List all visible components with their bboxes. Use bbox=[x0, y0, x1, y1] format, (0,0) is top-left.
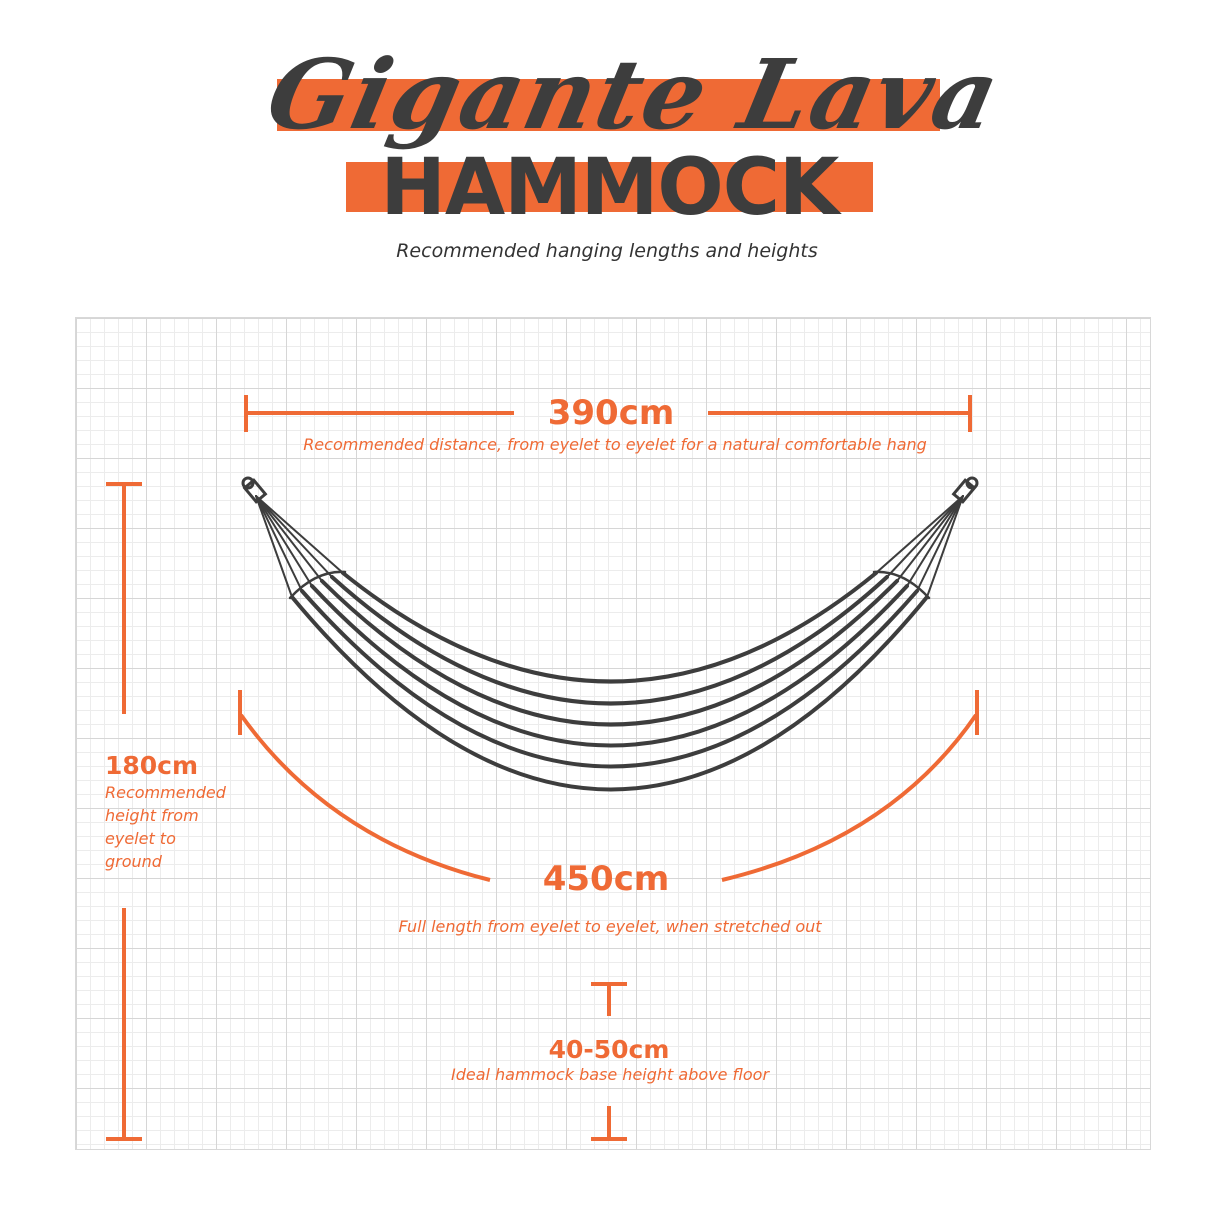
height-value: 180cm bbox=[105, 751, 199, 780]
subtitle: Recommended hanging lengths and heights bbox=[396, 240, 818, 262]
height-note: Recommended height from eyelet to ground bbox=[105, 781, 226, 873]
hammock-body bbox=[290, 571, 929, 792]
height-note-line: eyelet to bbox=[105, 829, 176, 848]
width-dimension-line bbox=[244, 395, 972, 432]
eyelet-left bbox=[241, 476, 268, 504]
base-value: 40-50cm bbox=[548, 1035, 670, 1064]
base-note: Ideal hammock base height above floor bbox=[450, 1065, 770, 1084]
hammock-strings-right bbox=[875, 495, 964, 598]
eyelet-right bbox=[951, 476, 979, 504]
height-dimension-line bbox=[106, 482, 142, 1141]
title-highlight-bar-top bbox=[277, 79, 940, 131]
hammock-illustration bbox=[241, 476, 979, 792]
title-block: Gigante Lava HAMMOCK Recommended hanging… bbox=[0, 0, 1214, 300]
height-note-line: ground bbox=[105, 852, 162, 871]
hammock-spreader-ends bbox=[288, 570, 931, 600]
base-dimension-line bbox=[591, 982, 627, 1141]
length-value: 450cm bbox=[542, 859, 670, 899]
width-value: 390cm bbox=[547, 393, 675, 433]
length-dimension-arc bbox=[238, 690, 979, 882]
length-note: Full length from eyelet to eyelet, when … bbox=[398, 917, 822, 936]
hammock-strings-left bbox=[255, 495, 344, 598]
title-highlight-bar-bottom bbox=[346, 162, 873, 212]
block-title: HAMMOCK bbox=[380, 143, 840, 233]
height-note-line: Recommended bbox=[105, 783, 226, 802]
height-note-line: height from bbox=[105, 806, 199, 825]
width-note: Recommended distance, from eyelet to eye… bbox=[303, 435, 927, 454]
